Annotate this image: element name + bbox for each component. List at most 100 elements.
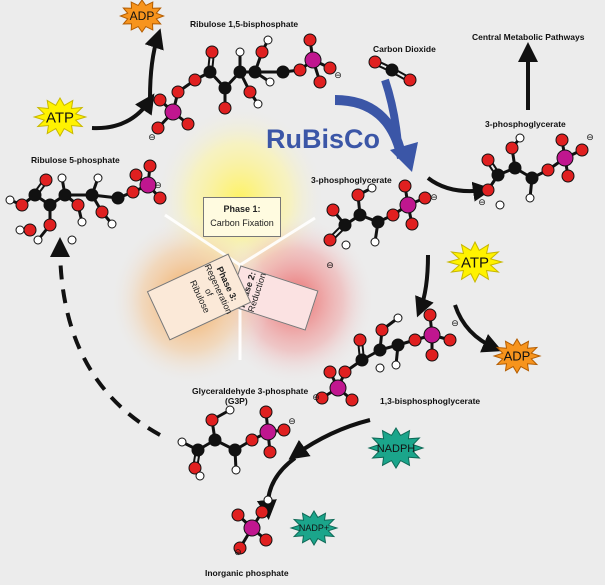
rubisco-arrow — [334, 95, 407, 160]
atom-c — [373, 343, 387, 357]
atom-c — [43, 198, 57, 212]
adp-burst-top: ADP — [119, 0, 165, 33]
atom-o — [151, 121, 165, 135]
label-ribulose-5-phosphate: Ribulose 5-phosphate — [31, 155, 120, 165]
atom-c — [338, 218, 352, 232]
atom-o — [39, 173, 53, 187]
atom-o — [188, 73, 202, 87]
label-g3p-line2: (G3P) — [225, 396, 248, 406]
arrow-3pg-split — [426, 176, 493, 202]
atom-h — [67, 235, 77, 245]
arrow-adp-release — [144, 28, 164, 99]
atom-h — [525, 193, 535, 203]
atom-h — [341, 240, 351, 250]
atom-p — [164, 103, 182, 121]
atom-o — [505, 141, 519, 155]
atom-o — [171, 85, 185, 99]
charge-symbol: ⊖ — [586, 133, 594, 143]
atom-o — [323, 61, 337, 75]
atom-o — [368, 55, 382, 69]
atom-h — [265, 77, 275, 87]
atom-o — [71, 198, 85, 212]
atom-c — [85, 188, 99, 202]
atom-h — [15, 225, 25, 235]
atom-h — [5, 195, 15, 205]
label-ribulose-15-bisphosphate: Ribulose 1,5-bisphosphate — [190, 19, 299, 29]
atom-o — [231, 508, 245, 522]
atom-o — [481, 153, 495, 167]
atom-o — [313, 75, 327, 89]
atom-c — [218, 81, 232, 95]
atom-h — [391, 360, 401, 370]
label-g3p-line1: Glyceraldehyde 3-phosphate — [192, 386, 309, 396]
molecule-3pg-right: ⊖⊖ — [478, 133, 594, 210]
atom-h — [495, 200, 505, 210]
atom-o — [345, 393, 359, 407]
atom-o — [338, 365, 352, 379]
atom-o — [259, 405, 273, 419]
atom-o — [243, 85, 257, 99]
atom-o — [23, 223, 37, 237]
charge-symbol: ⊖ — [334, 71, 342, 81]
atom-c — [276, 65, 290, 79]
label-3pg-center: 3-phosphoglycerate — [311, 175, 392, 185]
atp-burst-right-label: ATP — [461, 254, 489, 271]
atom-h — [253, 99, 263, 109]
label-central-metabolic-pathways: Central Metabolic Pathways — [472, 32, 585, 42]
atom-h — [107, 219, 117, 229]
atom-o — [575, 143, 589, 157]
molecule-13-bisphosphoglycerate: ⊖⊖ — [312, 308, 459, 407]
atom-c — [508, 161, 522, 175]
label-carbon-dioxide: Carbon Dioxide — [373, 44, 436, 54]
arrow-to-pi — [256, 456, 297, 520]
atom-o — [375, 323, 389, 337]
atom-c — [385, 63, 399, 77]
co2-arrow — [381, 78, 402, 146]
atp-burst-left-label: ATP — [46, 109, 74, 126]
atom-o — [188, 461, 202, 475]
nadp-burst-label: NADP+ — [299, 523, 329, 533]
atom-c — [208, 433, 222, 447]
atom-h — [57, 173, 67, 183]
phase1-box: Phase 1: Carbon Fixation — [203, 197, 281, 237]
nadph-burst-label: NADPH — [377, 443, 416, 455]
charge-symbol: ⊖ — [430, 193, 438, 203]
phase1-title: Phase 1: — [223, 204, 261, 214]
molecule-g3p: ⊖ — [177, 405, 296, 481]
atom-o — [263, 445, 277, 459]
atom-o — [443, 333, 457, 347]
phase1-subtitle: Carbon Fixation — [210, 218, 274, 228]
atom-p — [329, 379, 347, 397]
label-13-bisphosphoglycerate: 1,3-bisphosphoglycerate — [380, 396, 481, 406]
charge-symbol: ⊖ — [288, 417, 296, 427]
atom-o — [405, 217, 419, 231]
arrow-3pg-down — [415, 254, 434, 318]
atom-o — [408, 333, 422, 347]
charge-symbol: ⊖ — [326, 261, 334, 271]
atom-h — [393, 313, 403, 323]
nadph-burst: NADPH — [367, 427, 425, 469]
atom-o — [418, 191, 432, 205]
atom-o — [326, 203, 340, 217]
atom-h — [235, 47, 245, 57]
atom-o — [255, 45, 269, 59]
atom-h — [225, 405, 235, 415]
atom-h — [195, 471, 205, 481]
atom-c — [233, 65, 247, 79]
atom-o — [351, 188, 365, 202]
molecule-3pg-center: ⊖⊖ — [323, 179, 438, 271]
atom-c — [203, 65, 217, 79]
atom-c — [191, 443, 205, 457]
atom-h — [77, 217, 87, 227]
nadp-burst: NADP+ — [289, 510, 339, 546]
atom-o — [153, 191, 167, 205]
atom-o — [245, 433, 259, 447]
arrow-regeneration — [50, 237, 161, 437]
atom-p — [423, 326, 441, 344]
atom-c — [228, 443, 242, 457]
atom-o — [403, 73, 417, 87]
label-3pg-right: 3-phosphoglycerate — [485, 119, 566, 129]
atom-h — [263, 495, 273, 505]
